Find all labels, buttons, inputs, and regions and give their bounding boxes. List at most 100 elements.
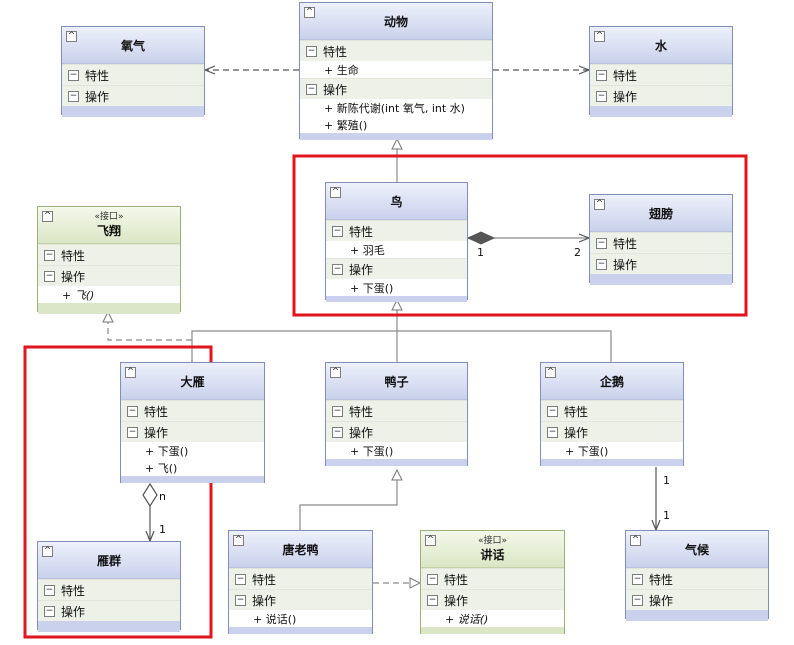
operations-section[interactable]: −操作 [229,589,372,610]
minus-icon[interactable]: − [596,69,607,81]
class-footer [326,459,467,466]
class-header: ^ 雁群 [38,542,180,579]
operations-section[interactable]: −操作 [326,258,467,279]
operations-section[interactable]: −操作 [421,589,564,610]
minus-icon[interactable]: − [306,45,317,57]
attributes-section[interactable]: −特性 [541,400,683,421]
minus-icon[interactable]: − [127,405,138,417]
minus-icon[interactable]: − [44,270,55,282]
collapse-icon[interactable]: ^ [233,535,244,546]
operations-section[interactable]: −操作 [38,265,180,286]
attributes-section[interactable]: −特性 [38,244,180,265]
attributes-section[interactable]: −特性 [590,232,732,253]
collapse-icon[interactable]: ^ [66,31,77,42]
operation-item[interactable]: + 飞() [38,286,180,303]
minus-icon[interactable]: − [596,258,607,270]
minus-icon[interactable]: − [427,594,438,606]
collapse-icon[interactable]: ^ [42,211,53,222]
attributes-section[interactable]: −特性 [38,579,180,600]
attributes-section[interactable]: −特性 [121,400,264,421]
collapse-icon[interactable]: ^ [594,31,605,42]
minus-icon[interactable]: − [596,90,607,102]
minus-icon[interactable]: − [44,584,55,596]
class-wing[interactable]: ^ 翅膀 −特性 −操作 [589,194,733,285]
collapse-icon[interactable]: ^ [125,367,136,378]
attribute-item[interactable]: + 羽毛 [326,241,467,258]
collapse-icon[interactable]: ^ [594,199,605,210]
operation-item[interactable]: + 下蛋() [541,442,683,459]
operation-item[interactable]: + 下蛋() [326,442,467,459]
class-goose-flock[interactable]: ^ 雁群 −特性 −操作 [37,541,181,632]
collapse-icon[interactable]: ^ [304,7,315,18]
attributes-section[interactable]: −特性 [62,64,204,85]
operations-section[interactable]: −操作 [121,421,264,442]
attributes-section[interactable]: −特性 [229,568,372,589]
minus-icon[interactable]: − [332,405,343,417]
class-title: 动物 [383,14,408,29]
operation-item[interactable]: + 飞() [121,459,264,476]
minus-icon[interactable]: − [332,225,343,237]
collapse-icon[interactable]: ^ [545,367,556,378]
section-label: 操作 [144,425,169,440]
class-header: ^ 大雁 [121,363,264,400]
operation-item[interactable]: + 繁殖() [300,116,492,133]
operations-section[interactable]: −操作 [300,78,492,99]
class-climate[interactable]: ^ 气候 −特性 −操作 [625,530,769,621]
minus-icon[interactable]: − [596,237,607,249]
collapse-icon[interactable]: ^ [630,535,641,546]
minus-icon[interactable]: − [632,594,643,606]
operations-section[interactable]: −操作 [541,421,683,442]
operations-section[interactable]: −操作 [590,253,732,274]
operations-section[interactable]: −操作 [62,85,204,106]
class-water[interactable]: ^ 水 −特性 −操作 [589,26,733,117]
class-duck[interactable]: ^ 鸭子 −特性 −操作 + 下蛋() [325,362,468,466]
section-label: 操作 [61,269,86,284]
class-animal[interactable]: ^ 动物 −特性 + 生命 −操作 + 新陈代谢(int 氧气, int 水) … [299,2,493,140]
class-header: ^ 企鹅 [541,363,683,400]
attribute-item[interactable]: + 生命 [300,61,492,78]
attributes-section[interactable]: −特性 [300,40,492,61]
minus-icon[interactable]: − [332,426,343,438]
operations-section[interactable]: −操作 [626,589,768,610]
collapse-icon[interactable]: ^ [425,535,436,546]
attributes-section[interactable]: −特性 [326,220,467,241]
interface-speak[interactable]: ^ «接口» 讲话 −特性 −操作 + 说话() [420,530,565,634]
minus-icon[interactable]: − [235,594,246,606]
class-penguin[interactable]: ^ 企鹅 −特性 −操作 + 下蛋() [540,362,684,466]
operations-section[interactable]: −操作 [590,85,732,106]
minus-icon[interactable]: − [427,573,438,585]
minus-icon[interactable]: − [127,426,138,438]
operation-item[interactable]: + 下蛋() [326,279,467,296]
minus-icon[interactable]: − [547,405,558,417]
attributes-section[interactable]: −特性 [421,568,564,589]
attributes-section[interactable]: −特性 [626,568,768,589]
operations-section[interactable]: −操作 [326,421,467,442]
class-donald-duck[interactable]: ^ 唐老鸭 −特性 −操作 + 说话() [228,530,373,634]
minus-icon[interactable]: − [332,263,343,275]
operation-item[interactable]: + 下蛋() [121,442,264,459]
minus-icon[interactable]: − [632,573,643,585]
minus-icon[interactable]: − [68,90,79,102]
collapse-icon[interactable]: ^ [330,187,341,198]
class-bird[interactable]: ^ 鸟 −特性 + 羽毛 −操作 + 下蛋() [325,182,468,302]
operation-item[interactable]: + 说话() [421,610,564,627]
minus-icon[interactable]: − [547,426,558,438]
class-title: 唐老鸭 [282,542,319,557]
minus-icon[interactable]: − [44,605,55,617]
minus-icon[interactable]: − [68,69,79,81]
attributes-section[interactable]: −特性 [326,400,467,421]
collapse-icon[interactable]: ^ [42,546,53,557]
interface-fly[interactable]: ^ «接口» 飞翔 −特性 −操作 + 飞() [37,206,181,314]
class-oxygen[interactable]: ^ 氧气 −特性 −操作 [61,26,205,117]
collapse-icon[interactable]: ^ [330,367,341,378]
minus-icon[interactable]: − [306,83,317,95]
operations-section[interactable]: −操作 [38,600,180,621]
section-label: 操作 [349,425,374,440]
section-label: 操作 [564,425,589,440]
minus-icon[interactable]: − [235,573,246,585]
attributes-section[interactable]: −特性 [590,64,732,85]
operation-item[interactable]: + 说话() [229,610,372,627]
class-goose[interactable]: ^ 大雁 −特性 −操作 + 下蛋() + 飞() [120,362,265,483]
minus-icon[interactable]: − [44,249,55,261]
operation-item[interactable]: + 新陈代谢(int 氧气, int 水) [300,99,492,116]
